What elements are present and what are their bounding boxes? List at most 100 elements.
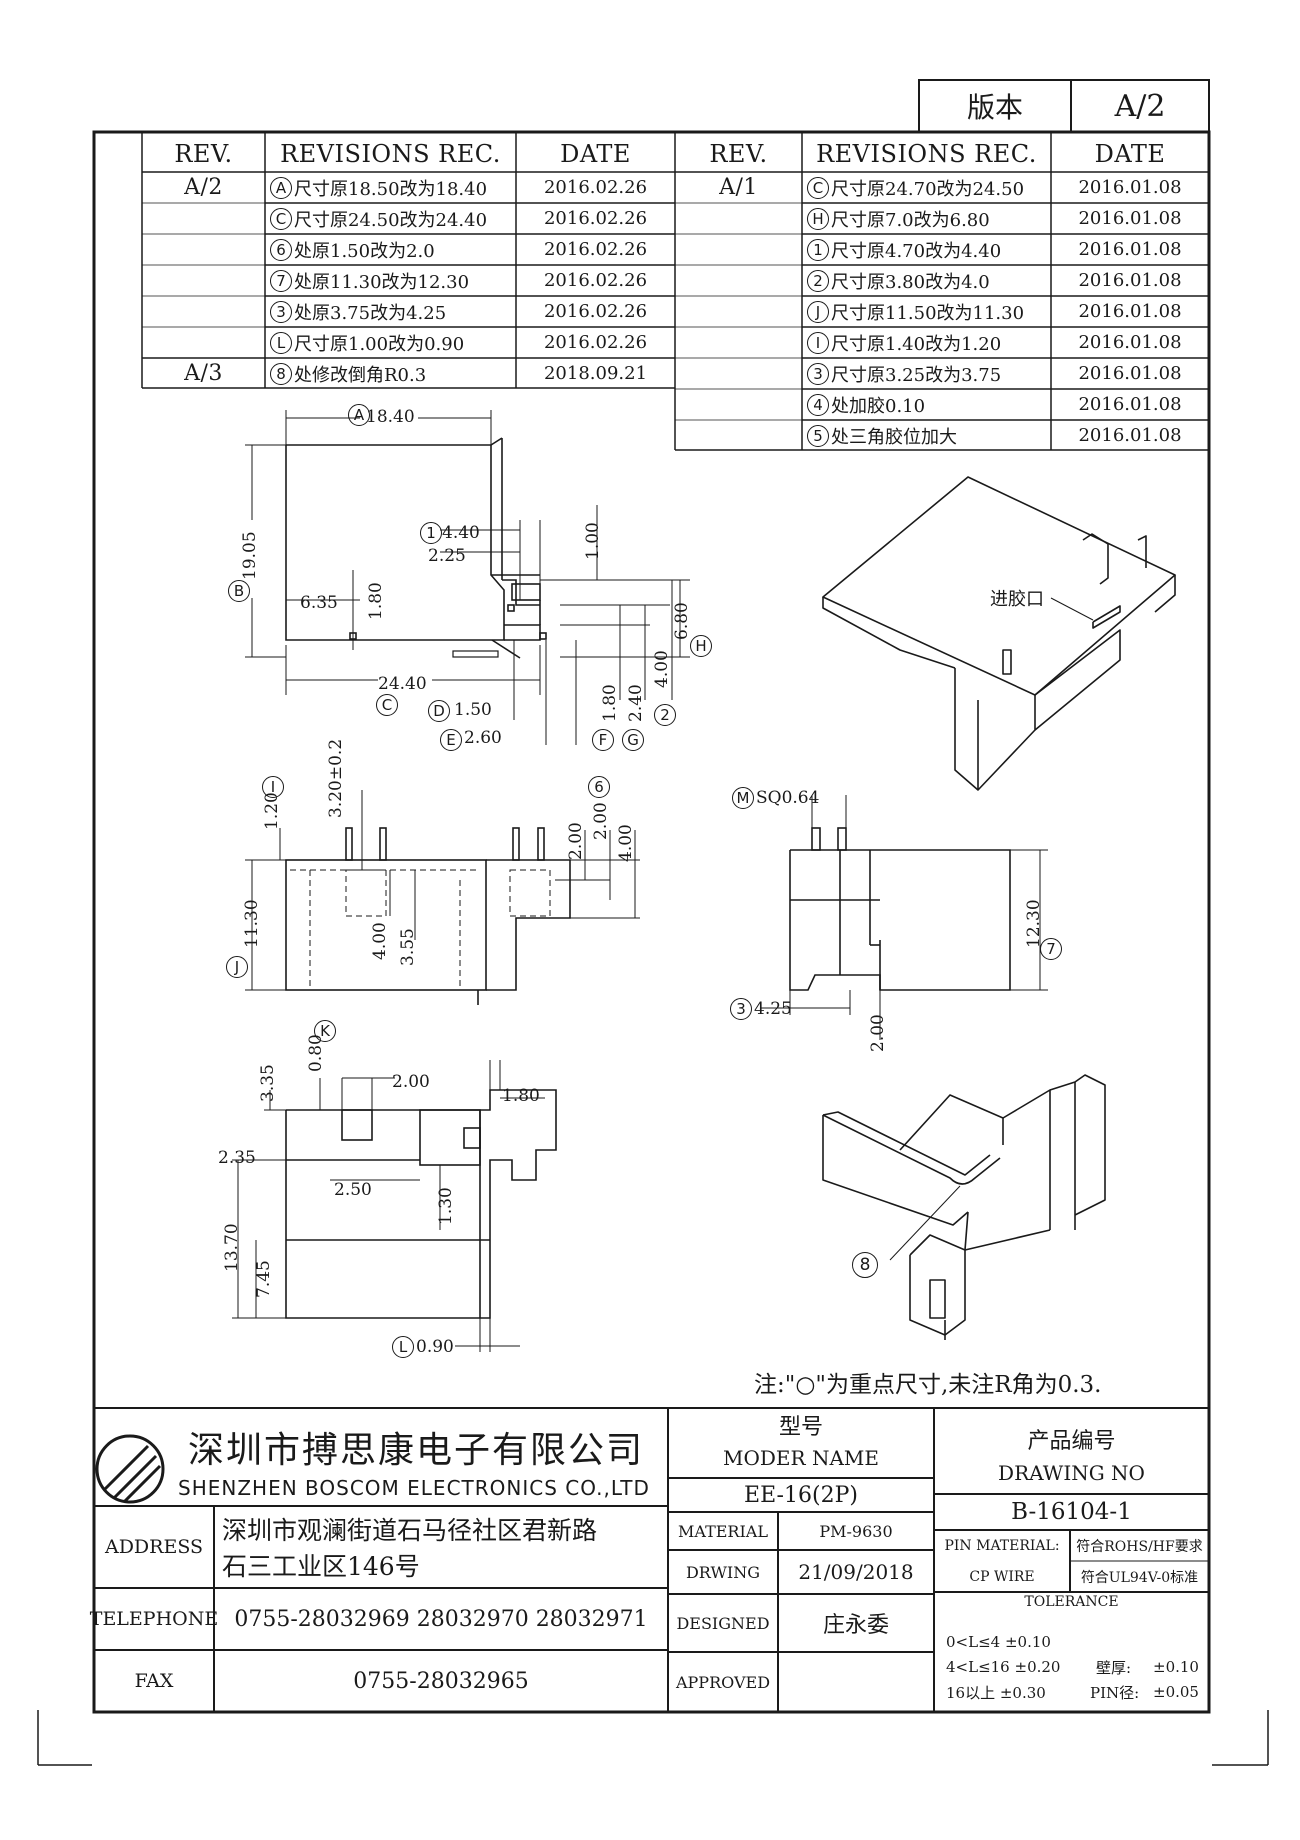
cp-wire-value: 符合UL94V-0标准: [1080, 1569, 1199, 1586]
dim-2-60: 2.60: [464, 728, 502, 748]
cp-wire-label: CP WIRE: [969, 1568, 1035, 1585]
revision-mark: 5: [807, 424, 829, 447]
revision-mark: 3: [807, 362, 829, 385]
telephone-value: 0755-28032969 28032970 28032971: [234, 1606, 648, 1632]
revision-text: 尺寸原1.00改为0.90: [294, 333, 465, 355]
revision-mark: L: [270, 331, 292, 354]
mark-H: H: [690, 635, 712, 657]
rev-right-code: A/1: [719, 175, 758, 200]
tolerance-2: 4<L≤16 ±0.20: [946, 1658, 1061, 1676]
mark-C: C: [376, 694, 398, 716]
tolerance-1: 0<L≤4 ±0.10: [946, 1633, 1051, 1651]
revision-mark: 8: [270, 362, 292, 385]
revision-mark: J: [807, 300, 829, 323]
fax-value: 0755-28032965: [353, 1668, 529, 1694]
revision-text: 尺寸原18.50改为18.40: [294, 178, 488, 200]
rev-right-date: 2016.01.08: [1078, 270, 1182, 291]
revision-text: 处三角胶位加大: [831, 426, 957, 448]
revision-text: 处加胶0.10: [831, 395, 926, 417]
dim-2-35: 2.35: [218, 1148, 256, 1168]
fax-label: FAX: [134, 1670, 174, 1692]
mark-D: D: [428, 700, 450, 722]
rev-right-date: 2016.01.08: [1078, 239, 1182, 260]
rev-right-date: 2016.01.08: [1078, 208, 1182, 229]
revision-mark: 3: [270, 300, 292, 323]
dim-6-35: 6.35: [300, 593, 338, 613]
dim-4-40: 4.40: [442, 523, 480, 543]
mark-7: 7: [1040, 938, 1062, 960]
revision-text: 尺寸原24.70改为24.50: [831, 178, 1025, 200]
rev-header-left: REV.: [174, 140, 233, 168]
dim-1-80-bottom: 1.80: [502, 1086, 540, 1106]
mark-G: G: [622, 729, 644, 751]
dim-0-90: 0.90: [416, 1337, 454, 1357]
mark-M: M: [732, 787, 754, 809]
tolerance-3: 16以上 ±0.30: [946, 1683, 1046, 1702]
rev-left-date: 2016.02.26: [543, 208, 648, 229]
revision-text: 尺寸原11.50改为11.30: [831, 302, 1025, 324]
revision-text: 尺寸原7.0改为6.80: [831, 209, 990, 231]
drawing-no-value: B-16104-1: [1011, 1499, 1132, 1525]
approved-label: APPROVED: [675, 1672, 771, 1692]
mark-L: L: [392, 1336, 414, 1358]
address-label: ADDRESS: [104, 1536, 204, 1558]
mark-8: 8: [852, 1252, 878, 1278]
mark-B: B: [228, 580, 250, 602]
rev-left-code: A/3: [184, 361, 223, 386]
company-name-en: SHENZHEN BOSCOM ELECTRONICS CO.,LTD: [178, 1476, 650, 1500]
mark-6: 6: [588, 776, 610, 798]
pin-material-value: 符合ROHS/HF要求: [1076, 1538, 1203, 1555]
wall-label: 壁厚:: [1096, 1658, 1132, 1677]
revision-text: 处修改倒角R0.3: [294, 364, 427, 386]
model-label-en: MODER NAME: [723, 1446, 879, 1470]
revision-text: 处原11.30改为12.30: [294, 271, 470, 293]
mark-I-front: I: [262, 776, 284, 798]
revision-text: 尺寸原3.80改为4.0: [831, 271, 990, 293]
revision-mark: I: [807, 331, 829, 354]
revision-mark: A: [270, 176, 292, 199]
mark-J: J: [226, 956, 248, 978]
dim-sq-0-64: SQ0.64: [756, 788, 820, 808]
revision-text: 处原3.75改为4.25: [294, 302, 447, 324]
rev-left-date: 2018.09.21: [543, 363, 648, 384]
revision-text: 尺寸原1.40改为1.20: [831, 333, 1002, 355]
drawing-no-label-cn: 产品编号: [1027, 1429, 1116, 1454]
drwing-date: 21/09/2018: [798, 1560, 914, 1584]
revision-mark: C: [270, 207, 292, 230]
rev-right-date: 2016.01.08: [1078, 425, 1182, 446]
rec-header-right: REVISIONS REC.: [816, 140, 1037, 168]
designed-label: DESIGNED: [676, 1613, 770, 1633]
mark-A: A: [348, 404, 370, 426]
mark-F: F: [592, 729, 614, 751]
version-value: A/2: [1114, 88, 1166, 124]
dim-2-25: 2.25: [428, 546, 466, 566]
company-name-cn: 深圳市搏思康电子有限公司: [188, 1430, 645, 1471]
drawing-note: 注:"○"为重点尺寸,未注R角为0.3.: [754, 1372, 1102, 1398]
rev-left-date: 2016.02.26: [543, 270, 648, 291]
mark-I-top: 1: [420, 522, 442, 544]
revision-mark: C: [807, 176, 829, 199]
version-label: 版本: [966, 91, 1023, 124]
model-label-cn: 型号: [778, 1415, 823, 1440]
pin-material-label: PIN MATERIAL:: [944, 1537, 1060, 1554]
rev-left-code: A/2: [184, 175, 223, 200]
tolerance-label: TOLERANCE: [1024, 1594, 1119, 1610]
material-label: MATERIAL: [678, 1521, 768, 1541]
rev-left-date: 2016.02.26: [543, 301, 648, 322]
